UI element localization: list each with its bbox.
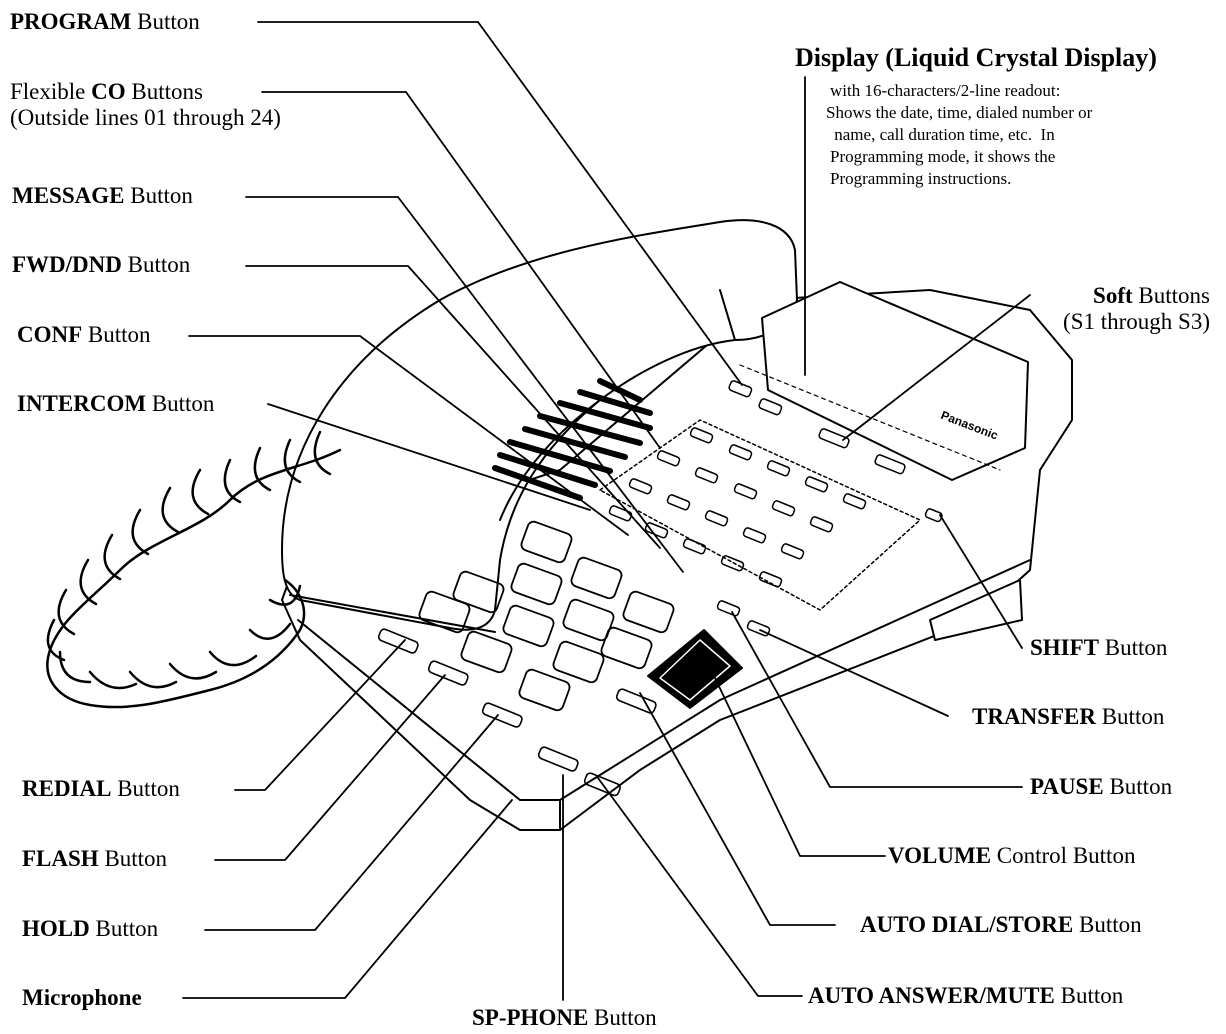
label-message-button: MESSAGE Button (12, 183, 193, 208)
label-pause-button: PAUSE Button (1030, 774, 1173, 799)
label-microphone: Microphone (22, 985, 142, 1010)
label-volume-control-button: VOLUME Control Button (888, 843, 1136, 868)
label-co-buttons: Flexible CO Buttons(Outside lines 01 thr… (10, 79, 281, 130)
label-fwd-dnd-button: FWD/DND Button (12, 252, 191, 277)
label-redial-button: REDIAL Button (22, 776, 180, 801)
function-buttons (377, 628, 657, 797)
label-program-button: PROGRAM Button (10, 9, 200, 34)
label-flash-button: FLASH Button (22, 846, 168, 871)
leader-lines (182, 21, 1031, 1001)
speaker-grille (492, 378, 653, 501)
label-auto-dial-store-button: AUTO DIAL/STORE Button (860, 912, 1142, 937)
display-title: Display (Liquid Crystal Display) (795, 43, 1157, 72)
volume-control (647, 629, 743, 709)
lcd-display (739, 281, 1029, 481)
label-auto-answer-mute-button: AUTO ANSWER/MUTE Button (808, 983, 1124, 1008)
dial-keypad (418, 520, 675, 712)
label-sp-phone-button: SP-PHONE Button (472, 1005, 657, 1030)
feature-buttons (716, 380, 943, 637)
label-hold-button: HOLD Button (22, 916, 159, 941)
label-conf-button: CONF Button (17, 322, 151, 347)
coiled-cord (46, 430, 342, 709)
label-shift-button: SHIFT Button (1030, 635, 1168, 660)
label-intercom-button: INTERCOM Button (17, 391, 215, 416)
display-description: with 16-characters/2-line readout: Shows… (826, 81, 1093, 188)
label-transfer-button: TRANSFER Button (972, 704, 1165, 729)
label-soft-buttons: Soft Buttons(S1 through S3) (1063, 283, 1210, 334)
